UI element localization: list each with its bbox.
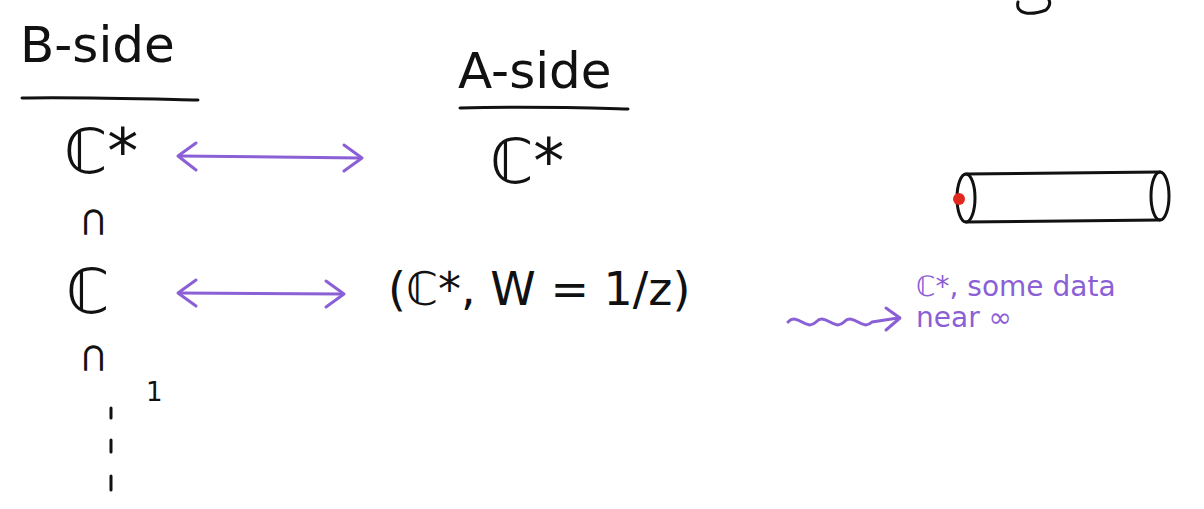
side-heading: A-side xyxy=(458,44,612,99)
arrow-head xyxy=(344,145,362,171)
arrow-head xyxy=(178,143,196,170)
partial-sketch xyxy=(1018,0,1050,13)
dotted-continuation xyxy=(110,408,113,490)
space-symbol: ℂ xyxy=(66,258,109,326)
small-number: 1 xyxy=(146,378,163,407)
heading-underline xyxy=(460,107,628,109)
space-symbol: ℂ* xyxy=(64,118,138,186)
annotation-note: ℂ*, some data near ∞ xyxy=(916,272,1178,334)
inclusion-symbol: ⊂ xyxy=(73,205,117,239)
inclusion-symbol: ⊂ xyxy=(73,341,117,375)
side-heading: B-side xyxy=(20,18,175,73)
arrow-head xyxy=(886,308,900,330)
cylinder-end xyxy=(1151,172,1169,220)
cylinder-side xyxy=(966,172,1160,222)
squiggle-arrow xyxy=(788,318,898,325)
correspondence-arrow xyxy=(180,156,360,158)
landau-ginzburg-model: (ℂ*, W = 1/z) xyxy=(388,264,690,315)
arrow-head xyxy=(326,281,344,307)
space-symbol: ℂ* xyxy=(490,128,564,196)
heading-underline xyxy=(22,98,198,100)
correspondence-arrow xyxy=(180,293,342,294)
marked-point xyxy=(953,193,965,205)
arrow-head xyxy=(178,280,196,306)
